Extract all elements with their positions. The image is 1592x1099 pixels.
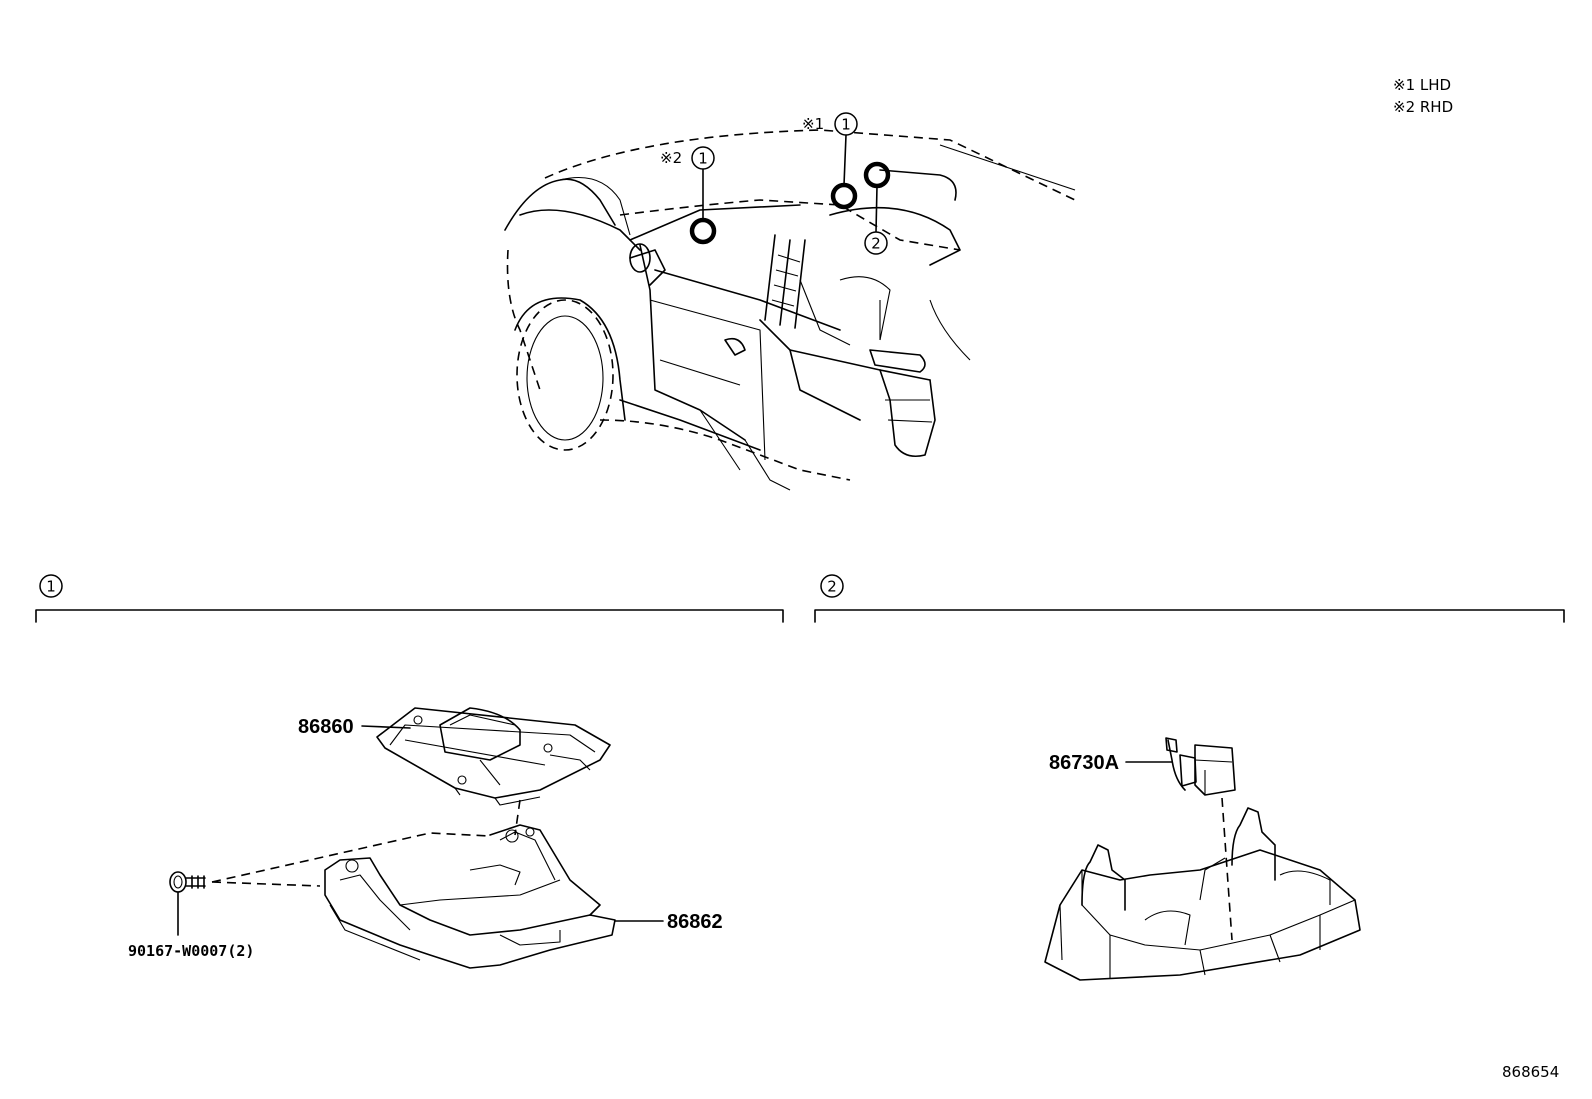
overhead-console-housing	[1044, 807, 1361, 981]
note-rhd: ※2 RHD	[1393, 98, 1453, 116]
callout-2: 2	[864, 231, 888, 255]
location-marker-1-rhd	[689, 217, 717, 245]
part-number-86730a: 86730A	[1049, 752, 1119, 774]
illustration-number: 868654	[1502, 1063, 1559, 1081]
callout-1-rhd: 1	[691, 146, 715, 170]
part-86730a-sensor	[1165, 737, 1236, 796]
part-86860-module	[376, 707, 611, 806]
svg-text:2: 2	[871, 235, 881, 253]
svg-text:2: 2	[827, 578, 837, 596]
svg-text:1: 1	[698, 150, 708, 168]
part-86862-bracket	[324, 824, 616, 969]
part-90167-screw	[169, 871, 206, 893]
location-marker-1-lhd	[830, 182, 858, 210]
part-number-90167: 90167-W0007(2)	[128, 942, 254, 960]
vehicle-overview: 1 1 2 ※2 ※1	[504, 112, 1076, 491]
mark-rhd: ※2	[660, 149, 682, 167]
section-1-header: 1	[35, 574, 784, 623]
svg-text:1: 1	[841, 116, 851, 134]
mark-lhd: ※1	[802, 115, 824, 133]
part-number-86862: 86862	[667, 911, 723, 933]
location-marker-2	[863, 161, 891, 189]
section-2-header: 2	[814, 574, 1565, 623]
callout-1-lhd: 1	[834, 112, 858, 136]
note-lhd: ※1 LHD	[1393, 76, 1451, 94]
svg-text:1: 1	[46, 578, 56, 596]
part-number-86860: 86860	[298, 716, 354, 738]
